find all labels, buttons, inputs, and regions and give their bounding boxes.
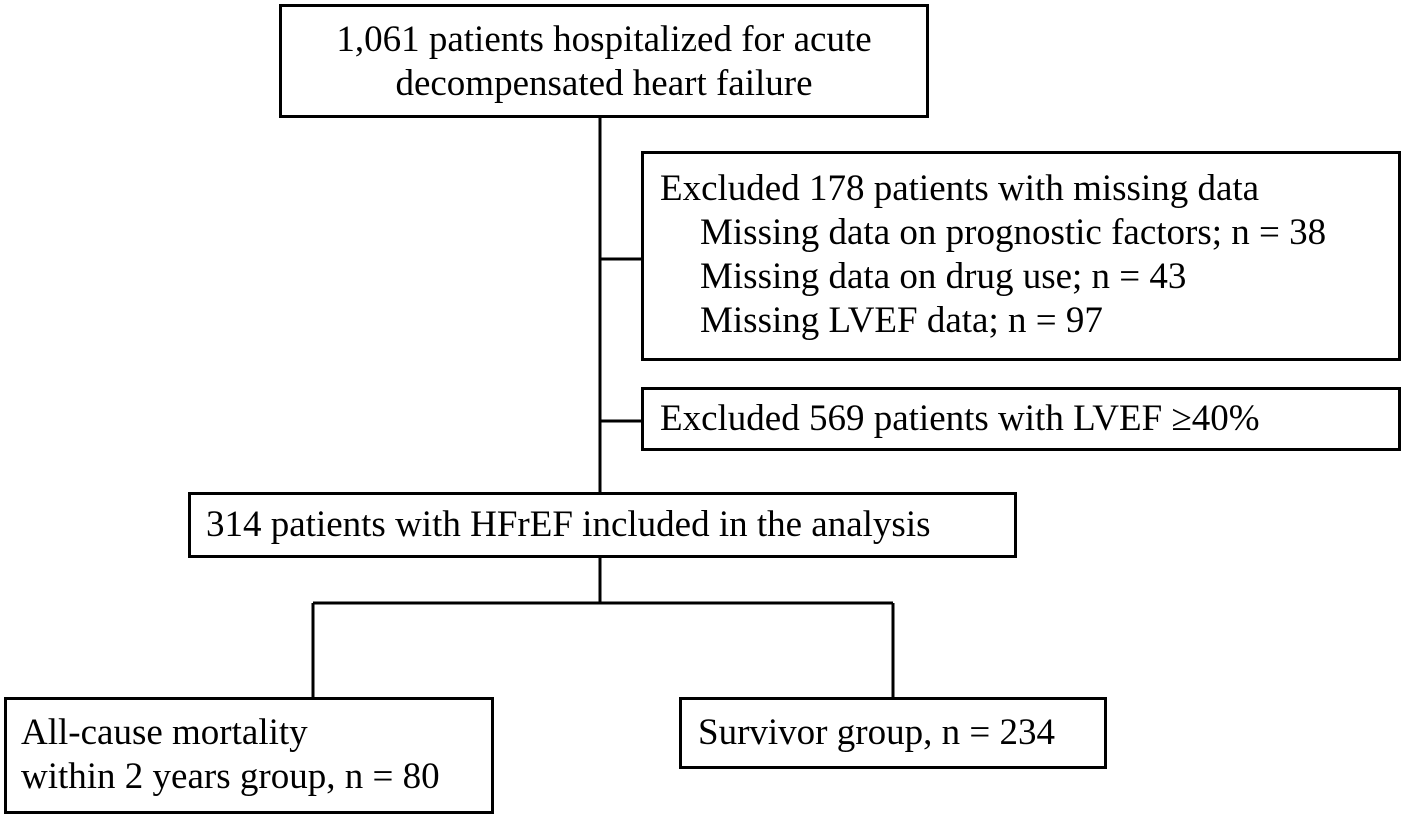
exclusion-lvef-text: Excluded 569 patients with LVEF ≥40% <box>660 398 1260 439</box>
exclusion-missing-data-box: Excluded 178 patients with missing data … <box>641 151 1401 361</box>
exclusion-item-drug-use: Missing data on drug use; n = 43 <box>700 256 1187 297</box>
mortality-line-1: All-cause mortality <box>21 712 308 753</box>
exclusion-item-lvef: Missing LVEF data; n = 97 <box>700 300 1103 341</box>
exclusion-item-prognostic: Missing data on prognostic factors; n = … <box>700 212 1327 253</box>
survivor-group-box: Survivor group, n = 234 <box>679 697 1107 769</box>
survivor-text: Survivor group, n = 234 <box>698 712 1055 753</box>
exclusion-lvef-box: Excluded 569 patients with LVEF ≥40% <box>641 387 1401 451</box>
exclusion-missing-heading: Excluded 178 patients with missing data <box>660 168 1260 209</box>
enrolled-line-1: 1,061 patients hospitalized for acute <box>336 19 872 60</box>
included-text: 314 patients with HFrEF included in the … <box>206 504 931 545</box>
mortality-group-box: All-cause mortality within 2 years group… <box>4 697 494 814</box>
included-patients-box: 314 patients with HFrEF included in the … <box>188 492 1017 558</box>
mortality-line-2: within 2 years group, n = 80 <box>21 756 440 797</box>
enrolled-patients-box: 1,061 patients hospitalized for acute de… <box>279 4 929 118</box>
enrolled-line-2: decompensated heart failure <box>395 63 813 104</box>
